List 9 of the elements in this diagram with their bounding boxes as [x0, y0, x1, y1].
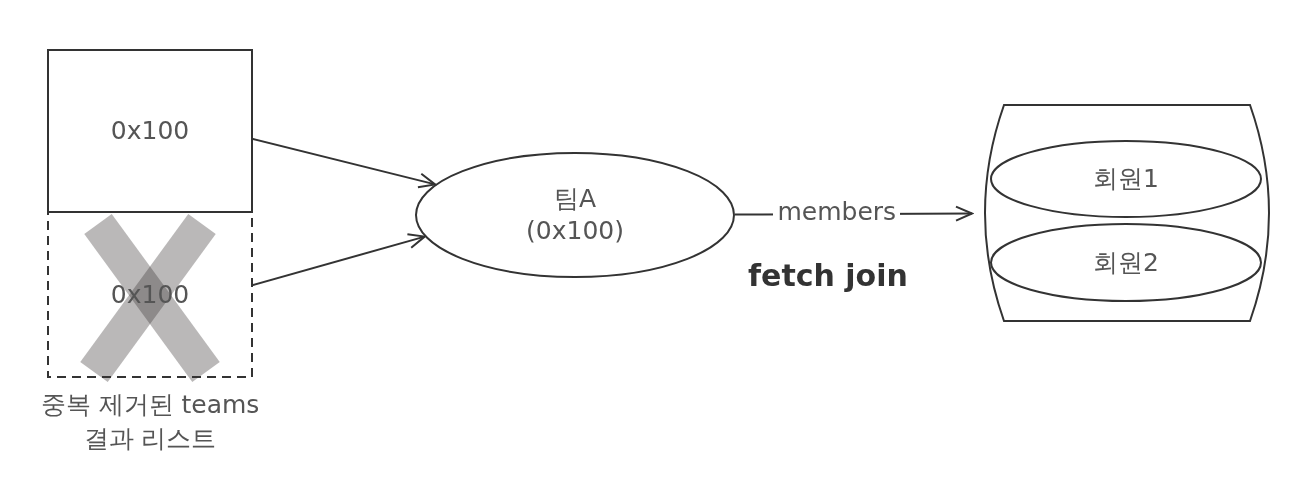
node-label: 0x100 [109, 115, 191, 147]
arrow [251, 233, 426, 287]
node-label: (0x100) [525, 215, 625, 247]
arrow [251, 137, 437, 189]
list-caption: 중복 제거된 teams 결과 리스트 [39, 389, 261, 455]
node-label: 회원2 [1092, 246, 1160, 279]
node-label: 팀A [552, 183, 598, 215]
node-label: 회원1 [1092, 163, 1160, 195]
note-label: fetch join [748, 258, 908, 293]
